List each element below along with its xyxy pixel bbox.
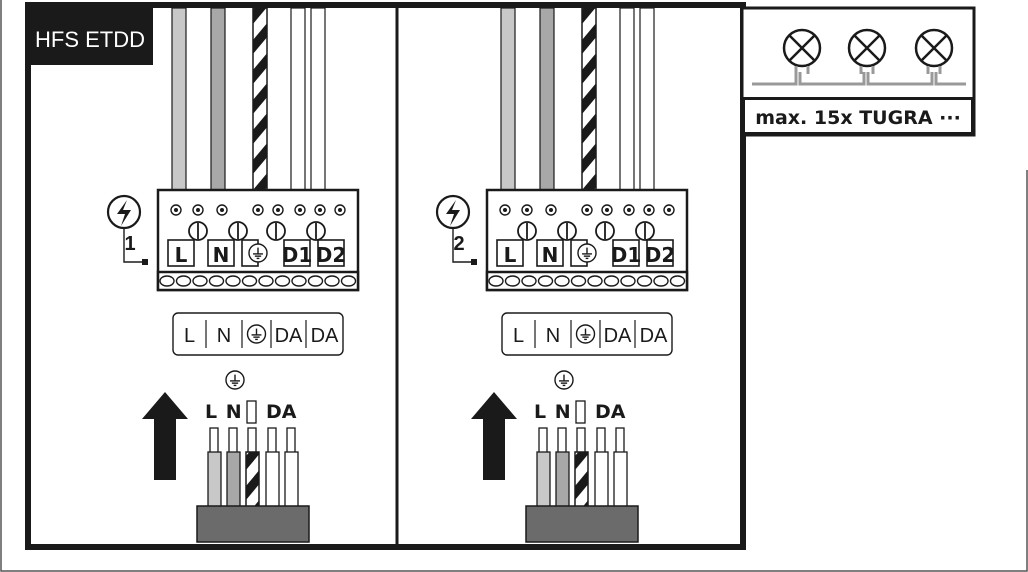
lamp-note: max. 15x TUGRA ··· (755, 107, 961, 129)
connector-label: DA (640, 325, 668, 347)
lamp-icon (914, 28, 954, 74)
connector-label: L (513, 325, 524, 347)
plug-body (196, 505, 310, 543)
earth-ground-icon (575, 324, 596, 344)
connector-label: N (546, 325, 560, 347)
earth-ground-icon (554, 370, 574, 390)
plug-assembly: L N DA (525, 370, 639, 543)
terminal-label: D1 (611, 243, 642, 267)
terminal-label: D2 (316, 243, 347, 267)
terminal-label: N (542, 243, 559, 267)
wire-label-da: DA (266, 401, 297, 423)
step-number: 2 (453, 233, 464, 255)
connector-label: DA (604, 325, 632, 347)
terminal-label: D2 (645, 243, 676, 267)
plug-assembly: L N DA (196, 370, 310, 543)
wire-label-da: DA (595, 401, 626, 423)
lamp-icon (782, 28, 822, 74)
incoming-wires (171, 7, 326, 201)
arrow-up-icon (142, 392, 188, 480)
lamp-icon (847, 28, 887, 74)
connector-label: L (184, 325, 195, 347)
device-label-text: HFS ETDD (35, 27, 145, 52)
terminal-label: L (175, 243, 188, 267)
earth-ground-icon (225, 370, 245, 390)
lamp-legend: max. 15x TUGRA ··· (740, 6, 976, 137)
earth-ground-icon (577, 243, 597, 263)
terminal-label: D1 (282, 243, 313, 267)
earth-ground-icon (246, 324, 267, 344)
step-number: 1 (124, 233, 135, 255)
connector-label: N (217, 325, 231, 347)
lightning-icon (106, 194, 142, 230)
lightning-icon (435, 194, 471, 230)
terminal-label: N (213, 243, 230, 267)
earth-ground-icon (248, 243, 268, 263)
wire-label-ln: L N (534, 401, 572, 423)
terminal-label: L (504, 243, 517, 267)
wire-label-ln: L N (205, 401, 243, 423)
plug-body (525, 505, 639, 543)
device-label: HFS ETDD (28, 5, 153, 65)
connector-label: DA (311, 325, 339, 347)
incoming-wires (500, 7, 655, 201)
arrow-up-icon (471, 392, 517, 480)
connector-label: DA (275, 325, 303, 347)
